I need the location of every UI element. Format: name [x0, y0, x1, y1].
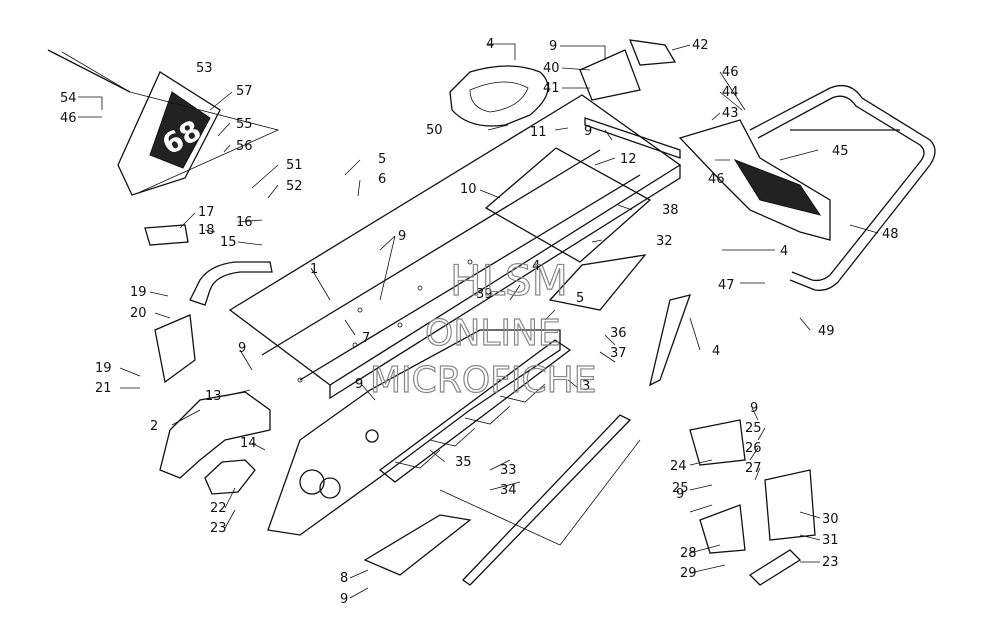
callout-57: 57 [236, 84, 253, 99]
callout-41: 41 [543, 81, 560, 96]
callout-32: 32 [656, 234, 673, 249]
watermark-line2: ONLINE [425, 313, 561, 354]
callout-labels: 1 2 3 4 4 4 4 5 5 6 7 8 9 9 9 9 9 9 9 9 … [60, 37, 899, 607]
front-bracket-left [144, 224, 271, 495]
callout-9c: 9 [238, 341, 246, 356]
callout-29: 29 [680, 566, 697, 581]
callout-34: 34 [500, 483, 517, 498]
callout-19a: 19 [130, 285, 147, 300]
callout-49: 49 [818, 324, 835, 339]
callout-37: 37 [610, 346, 627, 361]
callout-50: 50 [426, 123, 443, 138]
callout-14: 14 [240, 436, 257, 451]
callout-4c: 4 [712, 344, 720, 359]
callout-9b: 9 [398, 229, 406, 244]
taillight-housing [678, 119, 831, 241]
callout-44: 44 [722, 85, 739, 100]
callout-10: 10 [460, 182, 477, 197]
callout-22: 22 [210, 501, 227, 516]
callout-46b: 46 [708, 172, 725, 187]
callout-23b: 23 [822, 555, 839, 570]
callout-26: 26 [745, 441, 762, 456]
callout-9g: 9 [676, 487, 684, 502]
callout-51: 51 [286, 158, 303, 173]
callout-25a: 25 [745, 421, 762, 436]
callout-3: 3 [582, 379, 590, 394]
callout-48: 48 [882, 227, 899, 242]
callout-9h: 9 [340, 592, 348, 607]
callout-5a: 5 [378, 152, 386, 167]
callout-38: 38 [662, 203, 679, 218]
callout-31: 31 [822, 533, 839, 548]
callout-4a: 4 [486, 37, 494, 52]
callout-6: 6 [378, 172, 386, 187]
callout-15: 15 [220, 235, 237, 250]
callout-28: 28 [680, 546, 697, 561]
callout-43: 43 [722, 106, 739, 121]
callout-5b: 5 [576, 291, 584, 306]
callout-45: 45 [832, 144, 849, 159]
callout-40: 40 [543, 61, 560, 76]
callout-55: 55 [236, 117, 253, 132]
watermark: HLSM ONLINE MICROFICHE [369, 255, 597, 401]
callout-17: 17 [198, 205, 215, 220]
callout-36: 36 [610, 326, 627, 341]
callout-7: 7 [362, 331, 370, 346]
callout-18: 18 [198, 223, 215, 238]
callout-4d: 4 [780, 244, 788, 259]
callout-46a: 46 [722, 65, 739, 80]
callout-20: 20 [130, 306, 147, 321]
callout-19b: 19 [95, 361, 112, 376]
front-panel-decal: 68 [47, 49, 221, 196]
callout-9a: 9 [549, 39, 557, 54]
callout-39: 39 [476, 287, 493, 302]
rear-right-brackets [689, 419, 816, 586]
callout-54: 54 [60, 91, 77, 106]
air-box [449, 65, 549, 127]
callout-13: 13 [205, 389, 222, 404]
rear-flap-parts [579, 39, 681, 159]
callout-2: 2 [150, 419, 158, 434]
callout-12: 12 [620, 152, 637, 167]
rear-bumper [749, 84, 936, 291]
callout-24: 24 [670, 459, 687, 474]
callout-47: 47 [718, 278, 735, 293]
handle-bar [189, 261, 273, 306]
callout-21: 21 [95, 381, 112, 396]
callout-4b: 4 [532, 259, 540, 274]
callout-56: 56 [236, 139, 253, 154]
callout-9f: 9 [750, 401, 758, 416]
running-boards [363, 254, 692, 586]
leader-lines [61, 43, 879, 599]
callout-35: 35 [455, 455, 472, 470]
callout-42: 42 [692, 38, 709, 53]
watermark-line3: MICROFICHE [370, 360, 596, 401]
callout-1: 1 [310, 262, 318, 277]
callout-8: 8 [340, 571, 348, 586]
callout-11: 11 [530, 125, 547, 140]
callout-53: 53 [196, 61, 213, 76]
callout-30: 30 [822, 512, 839, 527]
callout-9e: 9 [584, 124, 592, 139]
callout-52: 52 [286, 179, 303, 194]
callout-16: 16 [236, 215, 253, 230]
callout-23a: 23 [210, 521, 227, 536]
watermark-line1: HLSM [450, 256, 568, 305]
callout-46c: 46 [60, 111, 77, 126]
callout-27: 27 [745, 461, 762, 476]
tunnel-assembly [228, 94, 682, 536]
callout-9d: 9 [355, 377, 363, 392]
callout-33: 33 [500, 463, 517, 478]
callout-25b: 25 [672, 481, 689, 496]
